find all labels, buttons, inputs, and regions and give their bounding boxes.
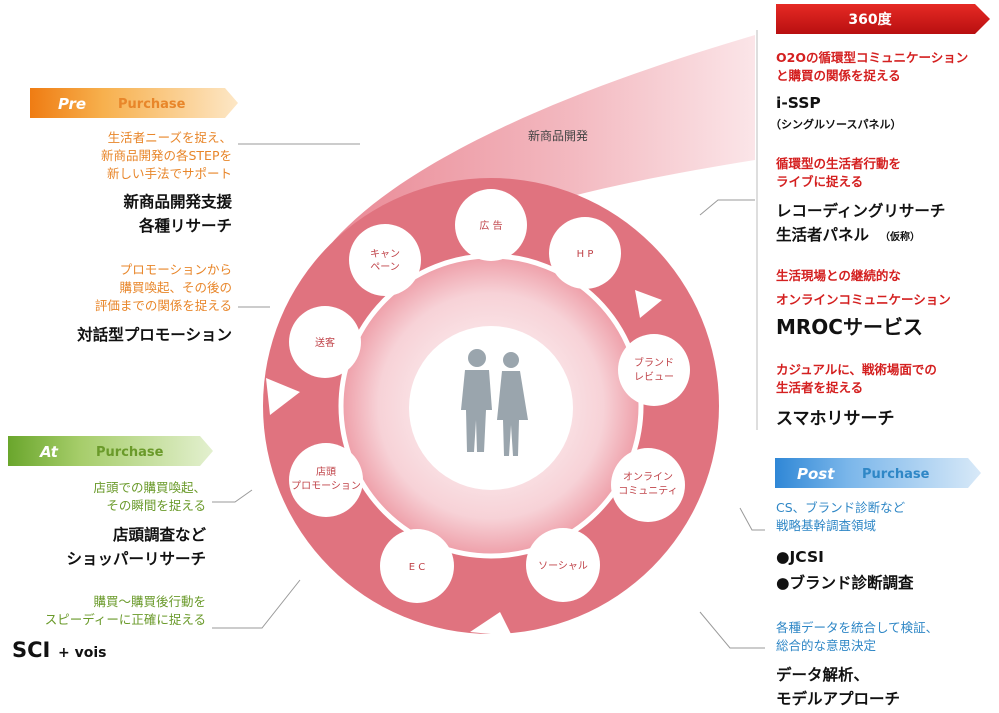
- post-desc-2: 戦略基幹調査領域: [776, 518, 876, 533]
- node-soukyaku[interactable]: 送客: [289, 306, 361, 378]
- connector-360: [699, 199, 755, 216]
- node-campaign[interactable]: キャン ペーン: [349, 224, 421, 296]
- recording-note: （仮称）: [880, 230, 920, 243]
- smartphone-desc-1: カジュアルに、戦術場面での: [776, 362, 937, 377]
- node-label: H P: [577, 249, 594, 260]
- sci-title: SCI: [12, 638, 50, 662]
- post-bullet-2: ●ブランド診断調査: [776, 573, 914, 592]
- node-label: キャン: [370, 249, 400, 260]
- node-label: 店頭: [316, 465, 336, 478]
- mroc-title: MROCサービス: [776, 315, 923, 339]
- new-product-label: 新商品開発: [528, 128, 588, 143]
- post-bullet-1: ●JCSI: [776, 548, 824, 566]
- post-service2-1: データ解析、: [776, 665, 869, 684]
- pre-purchase-band: Pre Purchase: [30, 88, 238, 118]
- i-ssp-sub: （シングルソースパネル）: [770, 117, 901, 131]
- at-tag: At: [39, 443, 59, 461]
- smartphone-desc-2: 生活者を捉える: [776, 380, 863, 395]
- node-online-community[interactable]: オンライン コミュニティ: [611, 448, 685, 522]
- node-label: ブランド: [634, 356, 674, 369]
- i-ssp-desc-2: と購買の関係を捉える: [776, 68, 901, 83]
- ring-notch-right: [635, 290, 662, 318]
- smartphone-title: スマホリサーチ: [776, 409, 895, 429]
- post-desc2-1: 各種データを統合して検証、: [776, 620, 938, 635]
- at-desc-1: 店頭での購買喚起、: [93, 480, 206, 495]
- connector-at-2: [212, 579, 301, 629]
- sci-sub: + vois: [58, 645, 106, 661]
- post-service2-2: モデルアプローチ: [776, 689, 900, 708]
- at-desc-2: その瞬間を捉える: [106, 498, 206, 513]
- band-360-label: 360度: [848, 11, 892, 28]
- pre-desc2-2: 購買喚起、その後の: [119, 280, 232, 295]
- ring-notch-left: [266, 378, 300, 415]
- node-label: 送客: [315, 336, 335, 349]
- pre-desc2-1: プロモーションから: [120, 262, 232, 277]
- pre-desc-2: 新商品開発の各STEPを: [101, 148, 232, 163]
- i-ssp-title: i-SSP: [776, 94, 821, 112]
- pre-tag: Pre: [58, 95, 86, 113]
- post-purchase-band: Post Purchase: [775, 458, 981, 488]
- ring-notch-bottom: [470, 612, 512, 636]
- connector-post-2: [699, 611, 765, 649]
- pre-service2: 対話型プロモーション: [76, 325, 232, 344]
- node-label: オンライン: [623, 471, 673, 483]
- node-ec[interactable]: E C: [380, 529, 454, 603]
- node-label: コミュニティ: [618, 486, 677, 497]
- node-koukoku[interactable]: 広 告: [455, 189, 527, 261]
- mroc-desc-2: オンラインコミュニケーション: [776, 292, 951, 307]
- pre-service-2: 各種リサーチ: [138, 216, 232, 235]
- pre-title: Purchase: [118, 97, 186, 112]
- post-title: Purchase: [862, 467, 930, 482]
- connector-at-1: [212, 489, 253, 503]
- at-desc2-2: スピーディーに正確に捉える: [45, 612, 206, 627]
- node-brand-review[interactable]: ブランド レビュー: [618, 334, 690, 406]
- post-desc2-2: 総合的な意思決定: [776, 638, 876, 653]
- post-tag: Post: [797, 465, 835, 483]
- pre-desc-1: 生活者ニーズを捉え、: [108, 130, 232, 145]
- at-purchase-band: At Purchase: [8, 436, 213, 466]
- band-360: 360度: [776, 4, 990, 34]
- at-title: Purchase: [96, 445, 164, 460]
- at-service-2: ショッパーリサーチ: [66, 550, 206, 568]
- node-label: ソーシャル: [538, 561, 588, 572]
- node-social[interactable]: ソーシャル: [526, 528, 600, 602]
- at-service-1: 店頭調査など: [113, 525, 207, 544]
- pre-desc2-3: 評価までの関係を捉える: [95, 298, 232, 313]
- node-label: レビュー: [634, 371, 674, 383]
- node-label: 広 告: [479, 219, 502, 232]
- node-label: ペーン: [370, 262, 400, 273]
- recording-desc-1: 循環型の生活者行動を: [776, 156, 901, 171]
- node-label: E C: [409, 562, 425, 573]
- post-desc-1: CS、ブランド診断など: [776, 500, 906, 515]
- mroc-desc-1: 生活現場との継続的な: [776, 268, 901, 283]
- at-desc2-1: 購買～購買後行動を: [93, 594, 206, 609]
- people-silhouette-icon: [461, 349, 528, 456]
- node-hp[interactable]: H P: [549, 217, 621, 289]
- connector-post-1: [739, 507, 765, 531]
- pre-service-1: 新商品開発支援: [123, 192, 232, 211]
- pre-desc-3: 新しい手法でサポート: [107, 166, 232, 181]
- i-ssp-desc-1: O2Oの循環型コミュニケーション: [776, 50, 968, 65]
- recording-desc-2: ライブに捉える: [776, 174, 863, 189]
- recording-title-2: 生活者パネル: [776, 225, 870, 244]
- node-label: プロモーション: [291, 480, 361, 492]
- recording-title-1: レコーディングリサーチ: [776, 201, 945, 220]
- node-tentou-promotion[interactable]: 店頭 プロモーション: [289, 443, 363, 517]
